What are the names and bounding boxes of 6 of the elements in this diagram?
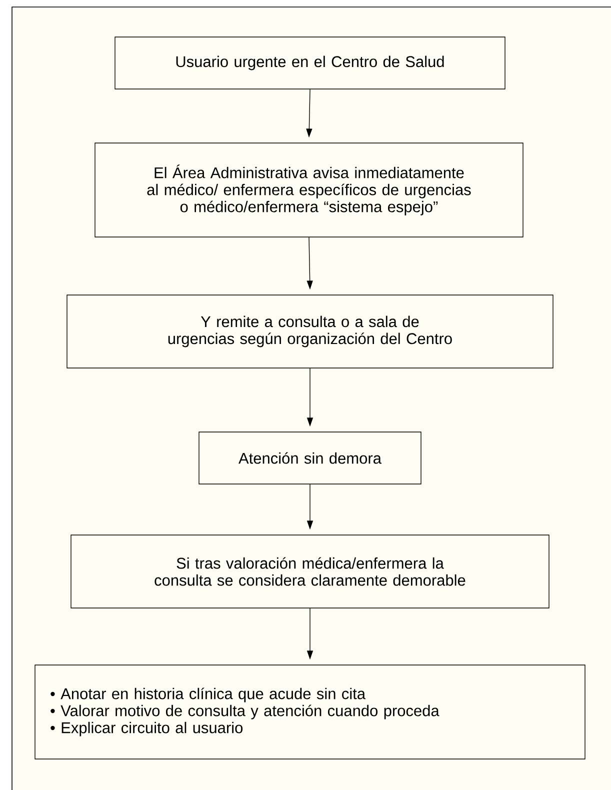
list-box: • Anotar en historia clínica que acude sin cita • Valorar motivo de consulta y atención cuando proceda • Explicar circuito al usuario [34, 664, 586, 760]
process-box: Y remite a consulta o a sala de urgencias según organización del Centro [66, 294, 554, 368]
process-box: El Área Administrativa avisa inmediatamente al médico/ enfermera específicos de urgencias o médico/enfermera “sistema espejo” [94, 142, 524, 238]
process-box: Atención sin demora [198, 432, 422, 484]
process-box: Usuario urgente en el Centro de Salud [114, 36, 506, 90]
process-box: Si tras valoración médica/enfermera la consulta se considera claramente demorable [70, 534, 550, 608]
